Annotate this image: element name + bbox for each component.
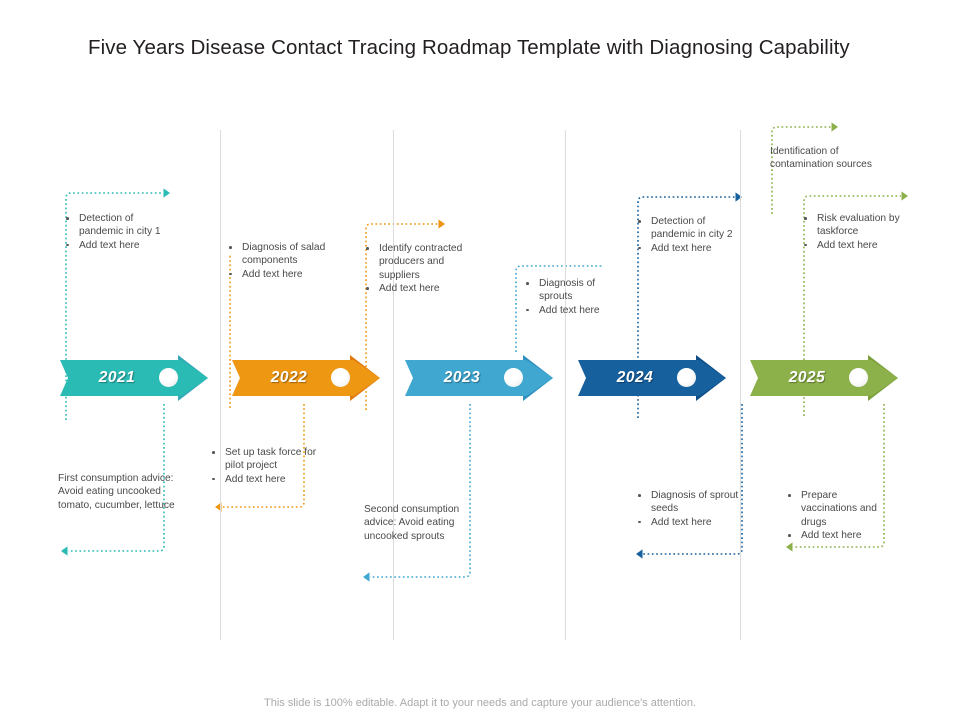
milestone-arrow-2024[interactable]: 2024 [578,355,726,401]
milestone-arrow-2021[interactable]: 2021 [60,355,208,401]
connector-w-2021-bot [68,404,165,552]
connector-arrowhead-icon [215,502,222,512]
connector-arrowhead-icon [61,546,68,556]
callout-bullet-item: Add text here [784,529,894,542]
callout-bullet-item: Set up task force for pilot project [208,446,318,473]
connector-arrowhead-icon [831,122,838,132]
milestone-year-label: 2025 [788,369,826,386]
connector-w-2023-bot [370,404,471,578]
guide-line-2 [393,130,394,640]
callout-bullet-item: Add text here [62,239,172,252]
page-title: Five Years Disease Contact Tracing Roadm… [88,36,850,59]
connector-arrowhead-icon [163,188,170,198]
connector-arrowhead-icon [901,191,908,201]
arrow-body [750,360,898,396]
callout-bullet-item: Diagnosis of salad components [225,241,333,268]
callout-bullet-item: Add text here [634,242,744,255]
connector-w-2023-top [365,223,438,410]
callout-bullet-item: Risk evaluation by taskforce [800,212,910,239]
milestone-dot-icon [159,368,178,387]
arrow-body [405,360,553,396]
milestone-dot-icon [677,368,696,387]
callout-bullet-item: Diagnosis of sprout seeds [634,489,746,516]
connector-arrowhead-icon [636,549,643,559]
milestone-arrow-2022[interactable]: 2022 [232,355,380,401]
connector-w-2024-top [637,196,735,418]
callout-bullet-item: Add text here [362,282,474,295]
callout-first-consumption-advice[interactable]: First consumption advice: Avoid eating u… [56,472,184,512]
milestone-year-label: 2023 [443,369,481,386]
callout-bullet-item: Prepare vaccinations and drugs [784,489,894,529]
callout-bullet-item: Add text here [522,304,606,317]
callout-text: First consumption advice: Avoid eating u… [58,473,175,511]
callout-bullet-item: Add text here [634,516,746,529]
callout-bullet-item: Diagnosis of sprouts [522,277,606,304]
guide-line-3 [565,130,566,640]
callout-identification-contamination-sources[interactable]: Identification of contamination sources [768,145,882,172]
callout-bullet-item: Add text here [800,239,910,252]
guide-line-1 [220,130,221,640]
milestone-arrow-2023[interactable]: 2023 [405,355,553,401]
arrow-body [60,360,208,396]
connector-w-2025a-top [771,126,831,214]
milestone-dot-icon [331,368,350,387]
milestone-dot-icon [504,368,523,387]
milestone-dot-icon [849,368,868,387]
milestone-year-label: 2024 [616,369,654,386]
connector-arrowhead-icon [438,219,445,229]
callout-bullet-item: Add text here [225,268,333,281]
connector-w-2024-bot [643,404,743,555]
connector-arrowhead-icon [363,572,370,582]
callout-bullet-item: Identify contracted producers and suppli… [362,242,474,282]
callout-bullet-item: Add text here [208,473,318,486]
milestone-arrow-2025[interactable]: 2025 [750,355,898,401]
arrow-body [578,360,726,396]
callout-second-consumption-advice[interactable]: Second consumption advice: Avoid eating … [362,503,470,543]
arrow-body [232,360,380,396]
callout-list: Identify contracted producers and suppli… [362,242,474,296]
connector-w-2025b-top [803,195,901,416]
milestone-year-label: 2022 [270,369,308,386]
callout-text: Identification of contamination sources [770,146,872,171]
connector-w-2025-bot [793,404,885,548]
callout-bullet-item: Detection of pandemic in city 1 [62,212,172,239]
callout-identify-contracted-producers[interactable]: Identify contracted producers and suppli… [362,242,474,296]
milestone-year-label: 2021 [98,369,136,386]
callout-bullet-item: Detection of pandemic in city 2 [634,215,744,242]
footer-note: This slide is 100% editable. Adapt it to… [264,697,696,709]
connector-arrowhead-icon [786,542,793,552]
connector-arrowhead-icon [735,192,742,202]
callout-text: Second consumption advice: Avoid eating … [364,504,460,542]
guide-line-4 [740,130,741,640]
